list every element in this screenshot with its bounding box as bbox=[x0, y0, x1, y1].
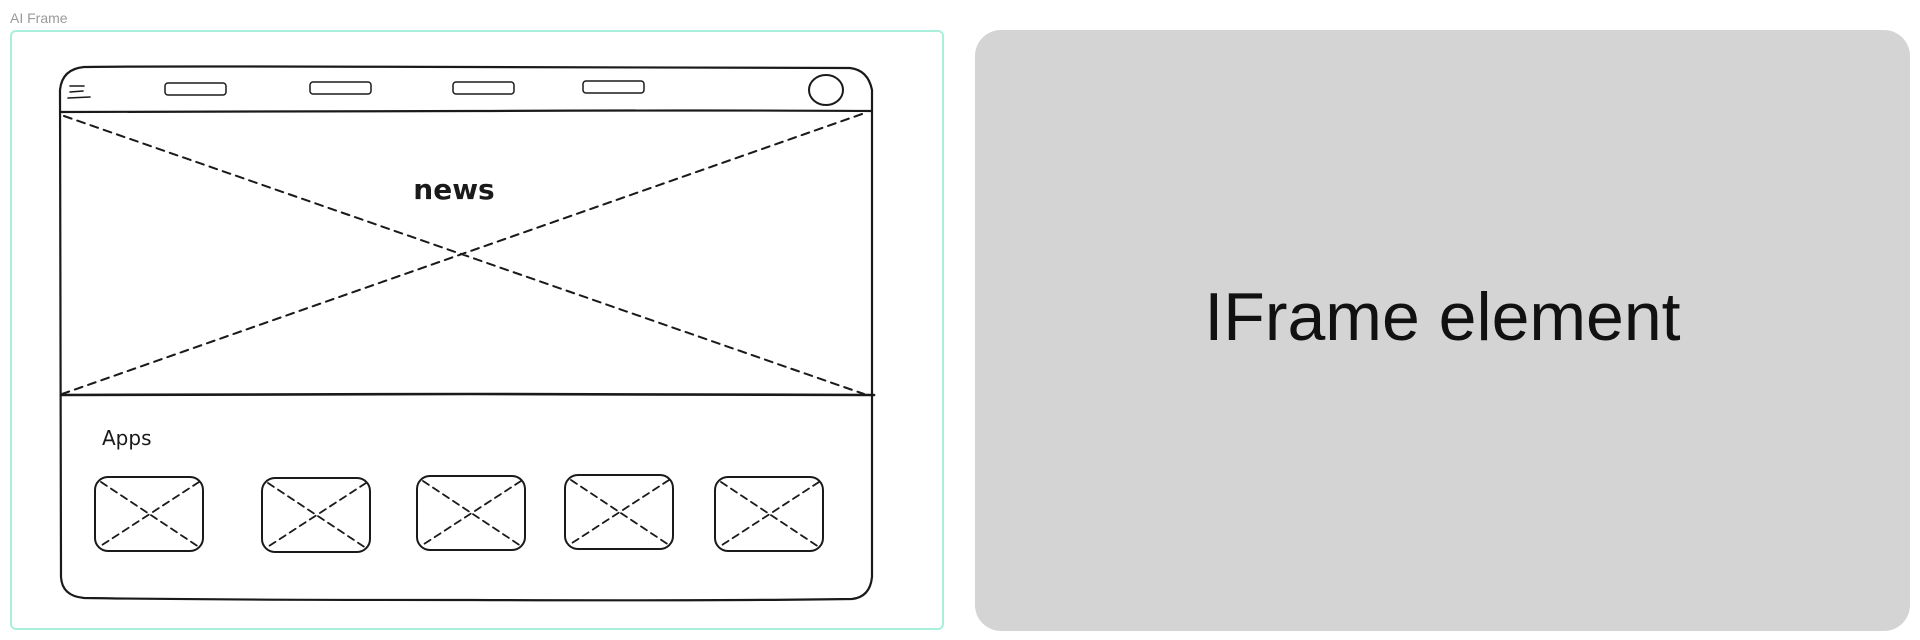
wireframe-sketch: news Apps bbox=[58, 65, 876, 602]
avatar-circle-icon[interactable] bbox=[808, 74, 844, 106]
image-placeholder-x-icon bbox=[568, 479, 670, 546]
hero-image-placeholder bbox=[59, 113, 876, 397]
iframe-element[interactable]: IFrame element bbox=[975, 30, 1910, 631]
nav-item-2[interactable] bbox=[309, 81, 372, 95]
app-tile-2[interactable] bbox=[261, 477, 371, 553]
image-placeholder-x-icon bbox=[420, 480, 522, 547]
hero-label: news bbox=[413, 173, 494, 206]
iframe-label: IFrame element bbox=[1204, 278, 1681, 355]
header-divider bbox=[59, 109, 874, 114]
apps-heading: Apps bbox=[102, 426, 152, 450]
device-outline bbox=[58, 65, 874, 602]
app-tile-4[interactable] bbox=[564, 474, 674, 550]
nav-item-4[interactable] bbox=[582, 80, 645, 94]
image-placeholder-x-icon bbox=[61, 113, 865, 395]
ai-frame[interactable]: news Apps bbox=[10, 30, 944, 630]
hero-divider bbox=[59, 392, 876, 397]
app-tile-5[interactable] bbox=[714, 476, 824, 552]
hamburger-menu-icon[interactable] bbox=[67, 85, 91, 99]
nav-item-1[interactable] bbox=[164, 82, 227, 96]
nav-item-3[interactable] bbox=[452, 81, 515, 95]
image-placeholder-x-icon bbox=[265, 482, 367, 549]
image-placeholder-x-icon bbox=[98, 481, 200, 548]
app-tile-3[interactable] bbox=[416, 475, 526, 551]
app-tile-1[interactable] bbox=[94, 476, 204, 552]
image-placeholder-x-icon bbox=[718, 481, 820, 548]
frame-title: AI Frame bbox=[10, 10, 68, 26]
